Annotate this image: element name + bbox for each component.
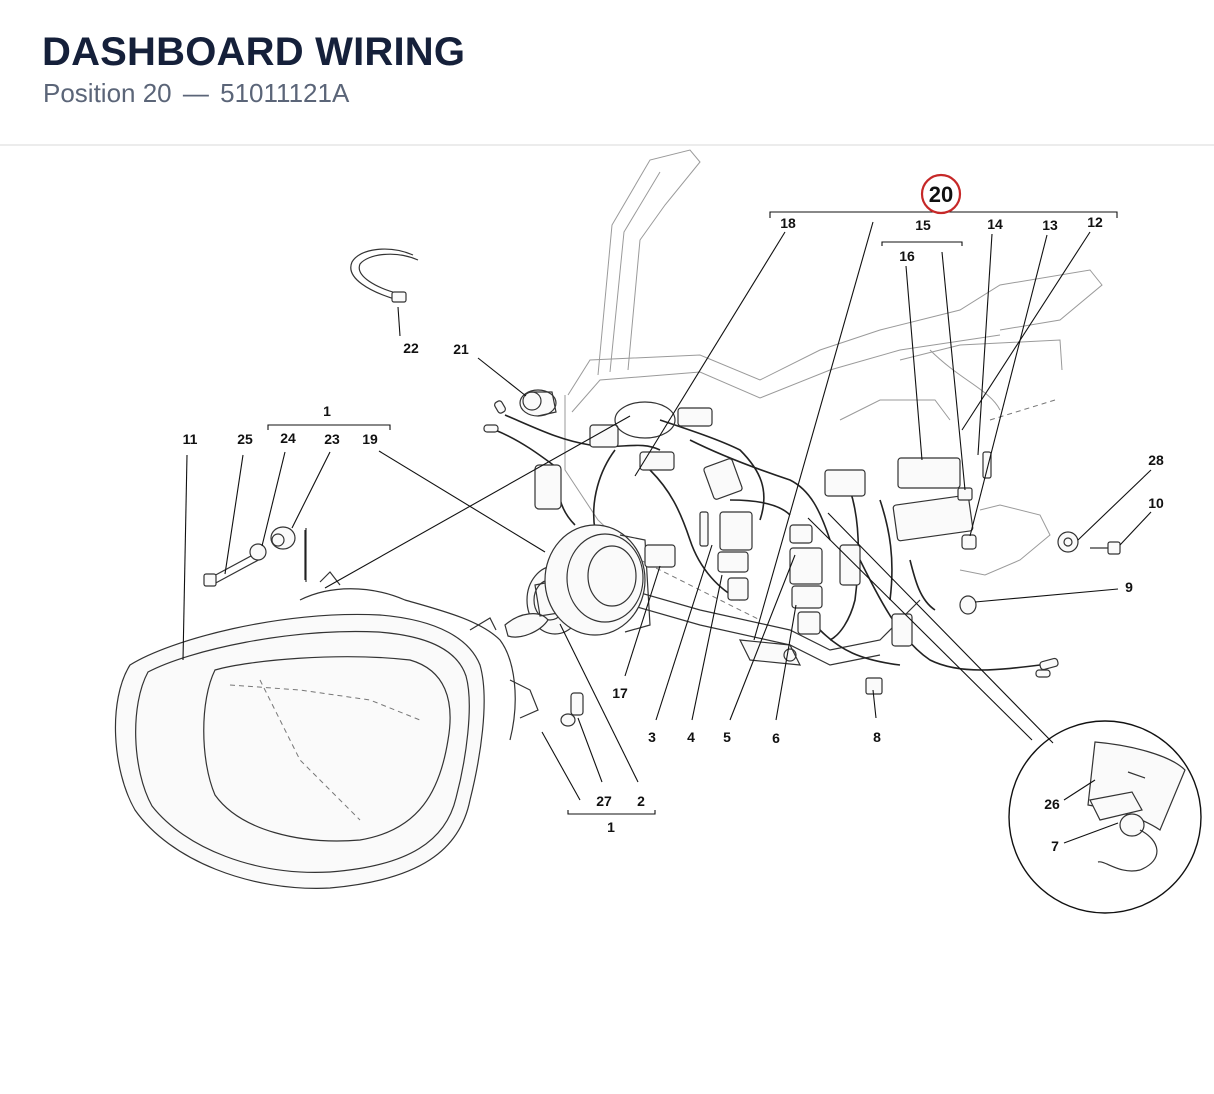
part-grommet-21 xyxy=(519,389,557,417)
part-headlight-11 xyxy=(114,571,539,889)
part-strap-22 xyxy=(350,248,419,303)
part-connectors-17-18 xyxy=(534,401,743,510)
subtitle-position: Position 20 xyxy=(43,78,172,108)
callout-1-bottom: 1 xyxy=(607,819,615,835)
callout-2: 2 xyxy=(637,793,645,809)
callout-12: 12 xyxy=(1087,214,1103,230)
part-fasteners-9-10-12-13-14-28 xyxy=(865,451,1121,695)
callout-3: 3 xyxy=(648,729,656,745)
callout-4: 4 xyxy=(687,729,695,745)
callout-18: 18 xyxy=(780,215,796,231)
callout-labels: 1 1 2 3 4 5 6 7 8 9 10 11 12 13 14 15 16… xyxy=(183,214,1164,854)
dashboard-frame xyxy=(564,149,1103,621)
part-relays-3-4-5-6 xyxy=(644,511,823,635)
callout-23: 23 xyxy=(324,431,340,447)
callout-14: 14 xyxy=(987,216,1003,232)
callout-15: 15 xyxy=(915,217,931,233)
callout-24: 24 xyxy=(280,430,296,446)
callout-1-top: 1 xyxy=(323,403,331,419)
page-header: DASHBOARD WIRING Position 20 — 51011121A xyxy=(0,0,1214,146)
page-subtitle: Position 20 — 51011121A xyxy=(43,78,349,109)
callout-16: 16 xyxy=(899,248,915,264)
highlight-position-20: 20 xyxy=(920,173,962,215)
callout-13: 13 xyxy=(1042,217,1058,233)
page-title: DASHBOARD WIRING xyxy=(42,30,466,74)
subtitle-part-code: 51011121A xyxy=(220,78,350,108)
highlight-label: 20 xyxy=(929,182,953,207)
part-plug-27 xyxy=(560,692,584,727)
part-speaker-unit-19 xyxy=(544,524,651,636)
leader-lines xyxy=(182,211,1152,844)
part-modules-15-16 xyxy=(824,457,974,647)
callout-22: 22 xyxy=(403,340,419,356)
callout-11: 11 xyxy=(183,431,198,447)
callout-21: 21 xyxy=(453,341,469,357)
callout-17: 17 xyxy=(612,685,628,701)
callout-5: 5 xyxy=(723,729,731,745)
callout-25: 25 xyxy=(237,431,253,447)
callout-27: 27 xyxy=(596,793,612,809)
callout-19: 19 xyxy=(362,431,378,447)
callout-26: 26 xyxy=(1044,796,1060,812)
detail-inset xyxy=(1008,720,1202,914)
part-pin-25-24-23 xyxy=(203,526,307,587)
subtitle-separator: — xyxy=(182,78,209,108)
callout-9: 9 xyxy=(1125,579,1133,595)
callout-10: 10 xyxy=(1148,495,1164,511)
wiring-harness xyxy=(483,400,1059,678)
highlight-ring xyxy=(920,173,962,215)
callout-6: 6 xyxy=(772,730,780,746)
callout-8: 8 xyxy=(873,729,881,745)
callout-28: 28 xyxy=(1148,452,1164,468)
callout-7: 7 xyxy=(1051,838,1059,854)
